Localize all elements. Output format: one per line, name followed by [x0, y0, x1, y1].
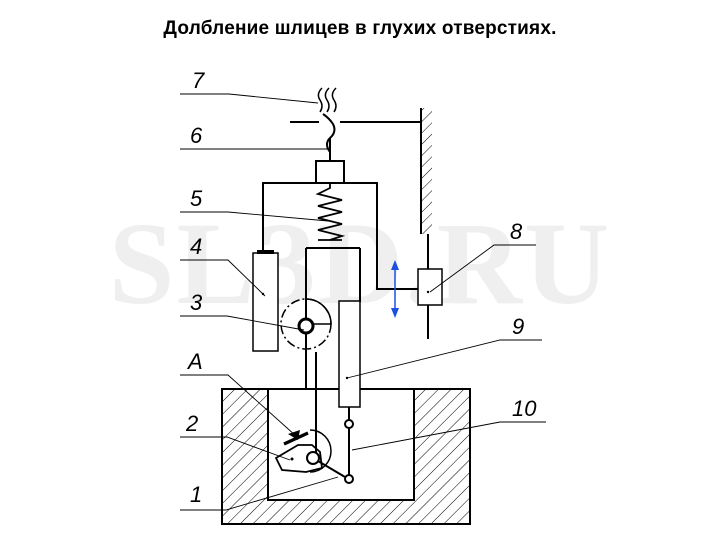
callout-3: 3	[190, 290, 203, 315]
motion-arrow	[391, 260, 399, 318]
callout-labels: 7 6 5 4 8 3 9 A 10 2 1	[185, 68, 537, 507]
callout-a: A	[186, 349, 203, 374]
piston-8	[417, 234, 443, 339]
callout-2: 2	[185, 411, 198, 436]
callout-1: 1	[190, 482, 202, 507]
callout-6: 6	[190, 123, 203, 148]
callout-8: 8	[510, 219, 523, 244]
cylinder-4	[252, 250, 279, 352]
rod-6	[315, 138, 345, 184]
fixed-wall	[420, 108, 432, 234]
callout-7: 7	[192, 68, 205, 93]
leader-lines	[180, 93, 546, 511]
workpiece	[221, 388, 471, 525]
callout-9: 9	[512, 314, 524, 339]
callout-10: 10	[512, 396, 537, 421]
callout-5: 5	[190, 186, 203, 211]
cam-disc-3	[280, 298, 332, 390]
diagram-title: Долбление шлицев в глухих отверстиях.	[163, 18, 557, 39]
top-linkage	[290, 87, 421, 153]
spring-5	[315, 183, 346, 241]
tool-2	[274, 352, 346, 478]
cylinder-9	[338, 300, 361, 484]
callout-4: 4	[190, 234, 202, 259]
